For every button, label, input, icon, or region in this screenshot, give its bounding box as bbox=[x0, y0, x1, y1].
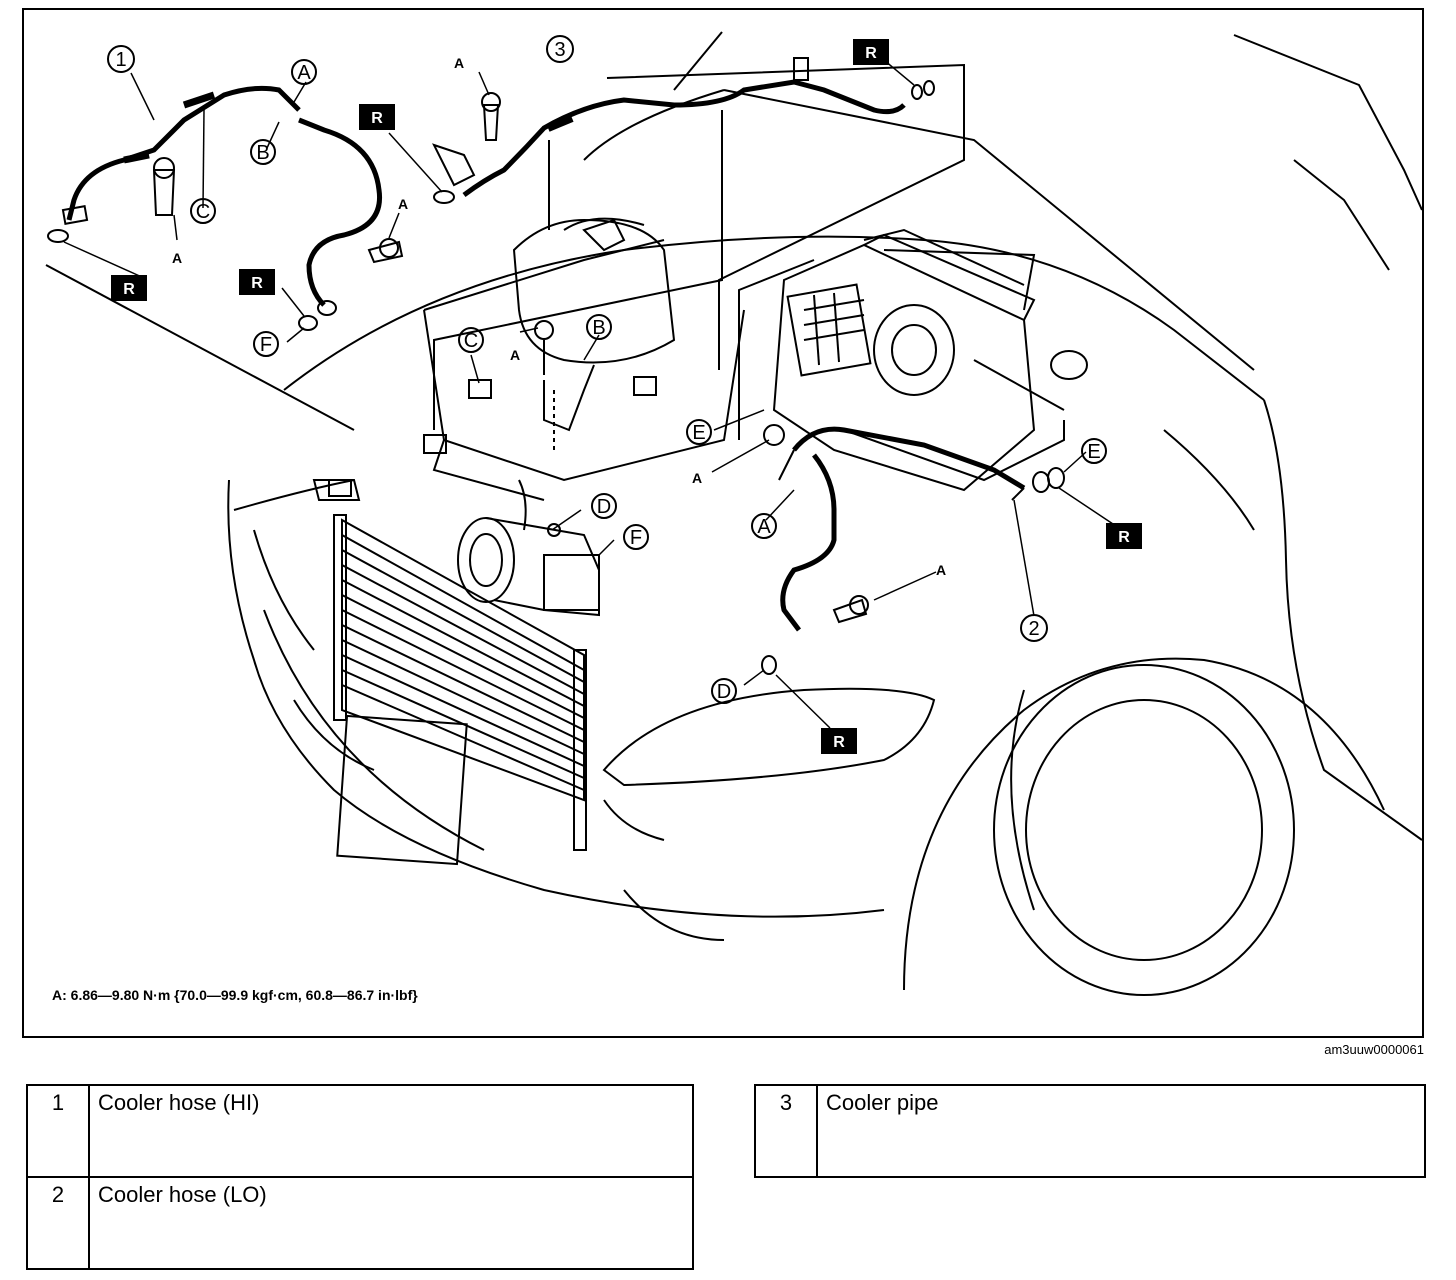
bolt-markers: A A A A A A bbox=[172, 55, 946, 578]
part-name: Cooler hose (LO) bbox=[88, 1176, 694, 1270]
ac-compressor bbox=[457, 479, 600, 617]
svg-text:2: 2 bbox=[1028, 618, 1039, 640]
callout-letter-d-2: D bbox=[711, 678, 737, 704]
callout-number-1: 1 bbox=[107, 45, 135, 73]
parts-table-left: 1 Cooler hose (HI) 2 Cooler hose (LO) bbox=[26, 1084, 694, 1270]
svg-text:1: 1 bbox=[115, 49, 126, 71]
svg-text:F: F bbox=[260, 334, 272, 356]
replace-marker-r: R bbox=[111, 275, 147, 301]
leader-line bbox=[738, 259, 815, 440]
bolt-marker-a: A bbox=[454, 55, 464, 71]
callout-letter-c-2: C bbox=[458, 327, 484, 353]
svg-text:A: A bbox=[297, 62, 311, 84]
table-row: 3 Cooler pipe bbox=[754, 1084, 1426, 1178]
replace-marker-r: R bbox=[821, 728, 857, 754]
figure-id: am3uuw0000061 bbox=[1324, 1042, 1424, 1057]
replace-marker-r: R bbox=[239, 269, 275, 295]
svg-text:D: D bbox=[597, 496, 611, 518]
bolt-marker-a: A bbox=[692, 470, 702, 486]
bolt-marker-a: A bbox=[510, 347, 520, 363]
svg-text:R: R bbox=[251, 275, 263, 292]
callout-letter-e-1: E bbox=[686, 419, 712, 445]
bolt-marker-a: A bbox=[172, 250, 182, 266]
callout-letter-e-2: E bbox=[1081, 438, 1107, 464]
svg-text:R: R bbox=[123, 281, 135, 298]
diagram-frame: 1 3 2 A B C F C B D F E A E D A bbox=[22, 8, 1424, 1038]
brackets bbox=[312, 320, 657, 501]
bolts bbox=[152, 92, 869, 624]
callout-number-3: 3 bbox=[546, 35, 574, 63]
table-row: 1 Cooler hose (HI) bbox=[26, 1084, 694, 1178]
cooler-hose-lo bbox=[778, 426, 1026, 632]
callout-letter-c-1: C bbox=[190, 198, 216, 224]
svg-text:B: B bbox=[256, 142, 269, 164]
part-number: 3 bbox=[754, 1084, 818, 1178]
cooler-hose-hi bbox=[61, 85, 383, 307]
callout-letter-b-2: B bbox=[586, 314, 612, 340]
vehicle-body bbox=[227, 34, 1422, 996]
leader-line-condenser-hi bbox=[45, 264, 355, 431]
part-number: 2 bbox=[26, 1176, 90, 1270]
callout-letter-d-1: D bbox=[591, 493, 617, 519]
cooler-pipe bbox=[432, 57, 906, 198]
leader-box-pipe bbox=[606, 63, 965, 370]
leader-line bbox=[1011, 487, 1025, 501]
ac-line-exploded-diagram: 1 3 2 A B C F C B D F E A E D A bbox=[45, 31, 1422, 1003]
svg-text:E: E bbox=[692, 422, 705, 444]
callout-letter-f-1: F bbox=[253, 331, 279, 357]
torque-note: A: 6.86—9.80 N·m {70.0—99.9 kgf·cm, 60.8… bbox=[52, 987, 418, 1003]
svg-text:B: B bbox=[592, 317, 605, 339]
replace-markers: R R R R R R bbox=[111, 39, 1142, 754]
callout-letter-f-2: F bbox=[623, 524, 649, 550]
svg-text:R: R bbox=[833, 734, 845, 751]
callout-letter-b-1: B bbox=[250, 139, 276, 165]
svg-text:A: A bbox=[757, 516, 771, 538]
replace-marker-r: R bbox=[853, 39, 889, 65]
leader-line bbox=[673, 31, 723, 91]
svg-text:C: C bbox=[196, 201, 210, 223]
callout-number-2: 2 bbox=[1020, 614, 1048, 642]
svg-text:E: E bbox=[1087, 441, 1100, 463]
bolt-marker-a: A bbox=[398, 196, 408, 212]
svg-text:3: 3 bbox=[554, 39, 565, 61]
svg-text:R: R bbox=[371, 110, 383, 127]
svg-text:F: F bbox=[630, 527, 642, 549]
condenser bbox=[333, 514, 587, 851]
svg-text:C: C bbox=[464, 330, 478, 352]
part-number: 1 bbox=[26, 1084, 90, 1178]
leader-line bbox=[433, 110, 723, 430]
hvac-unit bbox=[772, 228, 1088, 492]
svg-text:R: R bbox=[1118, 529, 1130, 546]
bolt-marker-a: A bbox=[936, 562, 946, 578]
part-name: Cooler hose (HI) bbox=[88, 1084, 694, 1178]
table-row: 2 Cooler hose (LO) bbox=[26, 1176, 694, 1270]
replace-marker-r: R bbox=[359, 104, 395, 130]
callout-letter-a-2: A bbox=[751, 513, 777, 539]
parts-table-right: 3 Cooler pipe bbox=[754, 1084, 1426, 1178]
svg-text:R: R bbox=[865, 45, 877, 62]
callout-letter-a-1: A bbox=[291, 59, 317, 85]
part-name: Cooler pipe bbox=[816, 1084, 1426, 1178]
o-rings bbox=[47, 80, 1065, 675]
svg-text:D: D bbox=[717, 681, 731, 703]
replace-marker-r: R bbox=[1106, 523, 1142, 549]
